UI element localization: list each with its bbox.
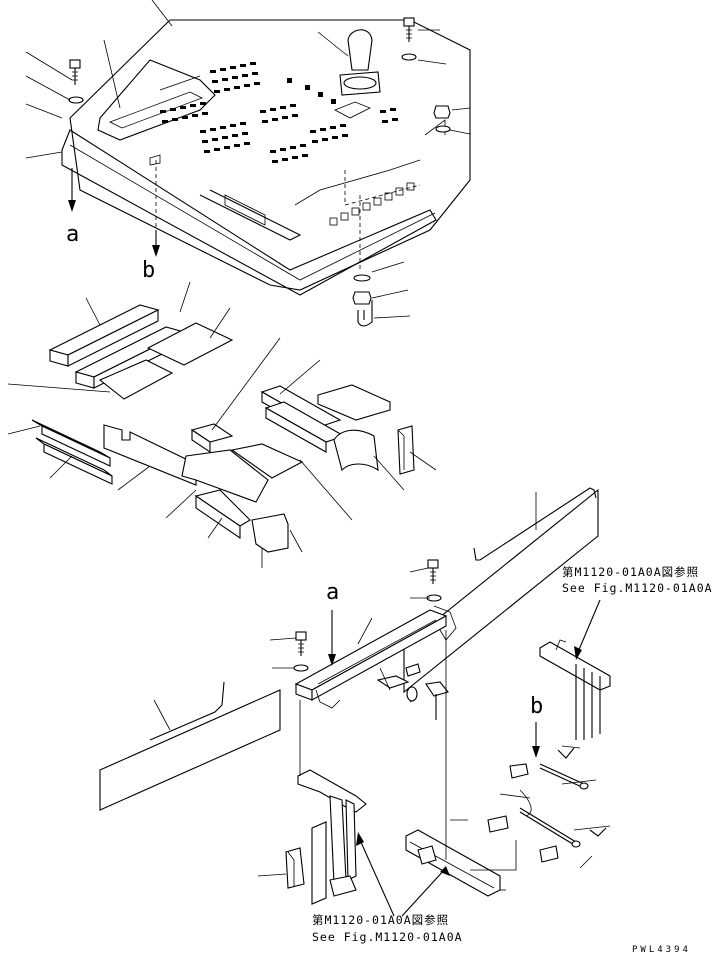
nut-bottom: [352, 291, 372, 305]
arrow-a-mid: [328, 610, 336, 666]
nut-top-right: [433, 105, 451, 119]
pins: [487, 763, 559, 863]
bolt-rail-right: [425, 681, 449, 720]
label-b-mid: b: [530, 694, 544, 719]
label-a-mid: a: [326, 580, 340, 605]
washer-right: [435, 125, 451, 133]
bolt-rail-left: [295, 631, 307, 656]
washer-top-right: [401, 53, 417, 61]
rail-clips: [376, 663, 421, 702]
reference-right-en: See Fig.M1120-01A0A: [562, 581, 713, 595]
u-bolt: [357, 300, 373, 327]
arrow-b-top: [152, 230, 160, 257]
arrow-a-top: [68, 168, 76, 212]
support-plate: [285, 821, 327, 905]
cross-rail: [294, 605, 457, 709]
rod-upper: [539, 763, 589, 790]
bottom-rail: [405, 829, 501, 897]
clips: [519, 747, 607, 837]
side-panel-right: [403, 487, 599, 694]
hood-vents: [160, 62, 415, 226]
reference-bottom-jp: 第M1120-01A0A図参照: [312, 913, 450, 927]
label-b-top: b: [142, 258, 156, 283]
engine-hood: [61, 19, 471, 296]
callout-lines: [7, 0, 611, 877]
bolt-rail-top: [427, 559, 439, 584]
exhaust-pipe: [334, 29, 381, 119]
hinge-guide-lines: [299, 630, 517, 891]
bolt-top-right: [403, 17, 415, 42]
label-a-top: a: [66, 222, 80, 247]
drawing-code: PWL4394: [632, 945, 691, 955]
washer-top-left: [68, 96, 84, 104]
vertical-bracket: [297, 769, 367, 897]
reference-pointers: [356, 599, 601, 917]
side-panel-left: [99, 681, 281, 811]
reference-bottom-en: See Fig.M1120-01A0A: [312, 930, 463, 944]
bracket-right-reference: [539, 639, 611, 740]
washer-bottom: [353, 274, 371, 282]
washer-rail-left: [293, 664, 309, 672]
arrow-b-mid: [532, 722, 540, 758]
bolt-top-left: [69, 59, 81, 85]
reference-right-jp: 第M1120-01A0A図参照: [562, 565, 700, 579]
insulation-pads: [31, 304, 415, 553]
